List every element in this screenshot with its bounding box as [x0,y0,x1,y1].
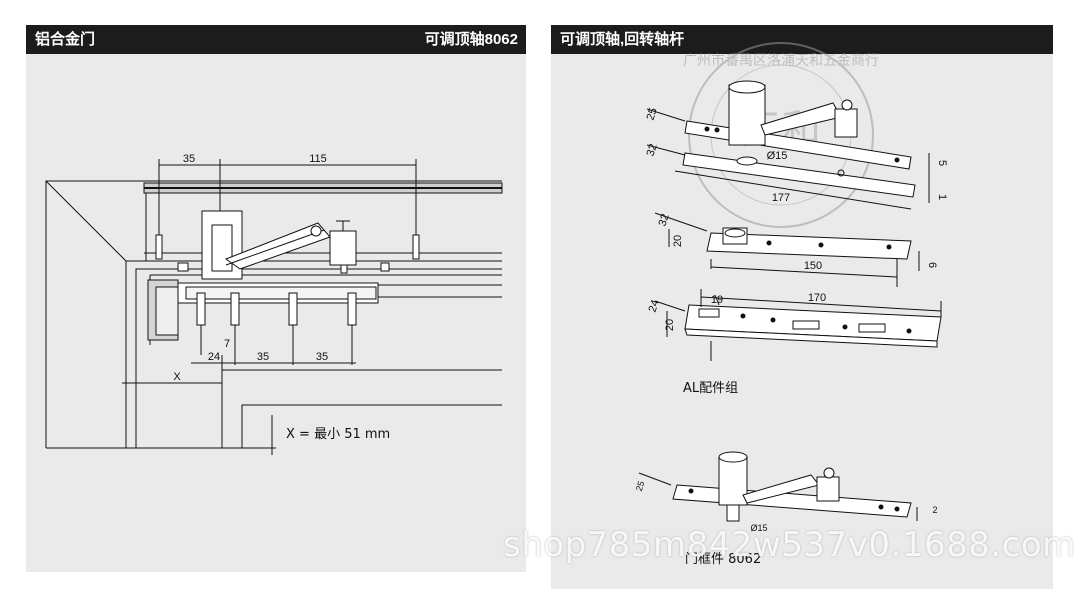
seal-ring-text: 广州市番禺区洛浦天和五金商行 [683,52,879,69]
caption-al-kit: AL配件组 [683,381,738,396]
p2-dim-32: 32 [657,212,672,227]
shop-url-watermark: shop785m842w537v0.1688.com [503,525,1076,565]
p1-dim-1: 1 [936,194,948,200]
dim-35-top: 35 [183,153,195,165]
left-panel: 铝合金门 可调顶轴8062 [26,25,526,572]
right-panel-header: 可调顶轴,回转轴杆 [551,25,1053,54]
door-section-drawing: 35 115 24 7 35 35 X X = 最小 51 mm [45,153,503,455]
left-panel-model: 可调顶轴8062 [424,31,518,48]
p3-dim-20: 20 [664,319,676,331]
p1-dim-177: 177 [772,192,790,204]
p3-dim-19: 19 [711,294,723,306]
dim-x: X [173,371,181,383]
dim-115: 115 [309,153,327,165]
dim-24: 24 [208,351,220,363]
parts-drawing: 天和 广州市番禺区洛浦天和五金商行 [634,42,948,567]
p2-dim-6: 6 [926,262,938,268]
p3-dim-170: 170 [808,292,826,304]
p1-dim-5: 5 [936,160,948,166]
p4-dim-2: 2 [932,505,937,515]
p4-dim-25: 25 [634,480,647,493]
p4-dim-dia: Ø15 [750,523,767,533]
dim-35-mid: 35 [257,351,269,363]
p1-dim-dia: Ø15 [767,150,788,162]
dim-7: 7 [224,338,230,350]
right-panel-title: 可调顶轴,回转轴杆 [560,31,685,48]
p2-dim-20: 20 [672,235,684,247]
p1-dim-25: 25 [645,106,660,121]
right-panel: 可调顶轴,回转轴杆 天和 广州市番禺区洛浦天和五金商行 [551,25,1053,589]
p3-dim-24: 24 [647,298,662,313]
left-panel-title: 铝合金门 [35,31,96,48]
left-panel-header: 铝合金门 可调顶轴8062 [26,25,526,54]
p2-dim-150: 150 [804,260,822,272]
dim-35-right: 35 [316,351,328,363]
p1-dim-32: 32 [645,142,660,157]
min-x-note: X = 最小 51 mm [286,427,390,442]
caption-door-frame: 门框件 8062 [685,552,761,567]
